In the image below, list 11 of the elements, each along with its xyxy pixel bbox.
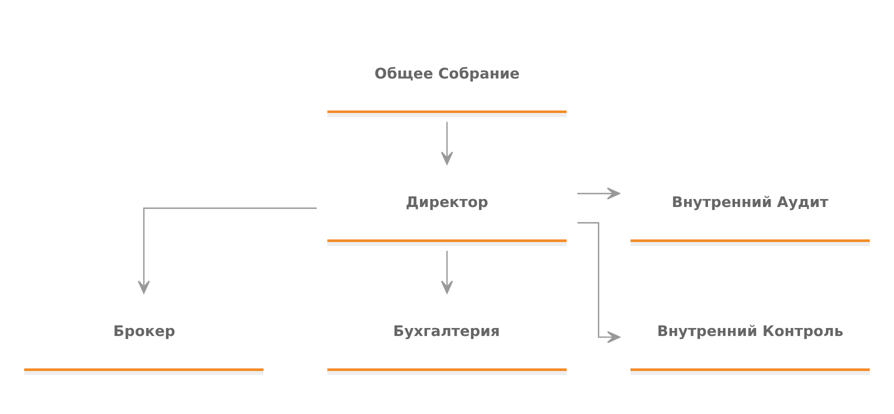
- arrow: [440, 121, 454, 164]
- arrow: [138, 207, 317, 294]
- arrow: [440, 250, 454, 294]
- node-label: Общее Собрание: [374, 64, 520, 82]
- node-label: Брокер: [113, 322, 176, 340]
- node-label: Директор: [406, 194, 488, 211]
- arrow: [577, 187, 620, 200]
- node-label: Внутренний Контроль: [657, 322, 844, 340]
- node-label: Бухгалтерия: [393, 322, 500, 340]
- arrow: [578, 222, 620, 343]
- node-label: Внутренний Аудит: [672, 194, 828, 211]
